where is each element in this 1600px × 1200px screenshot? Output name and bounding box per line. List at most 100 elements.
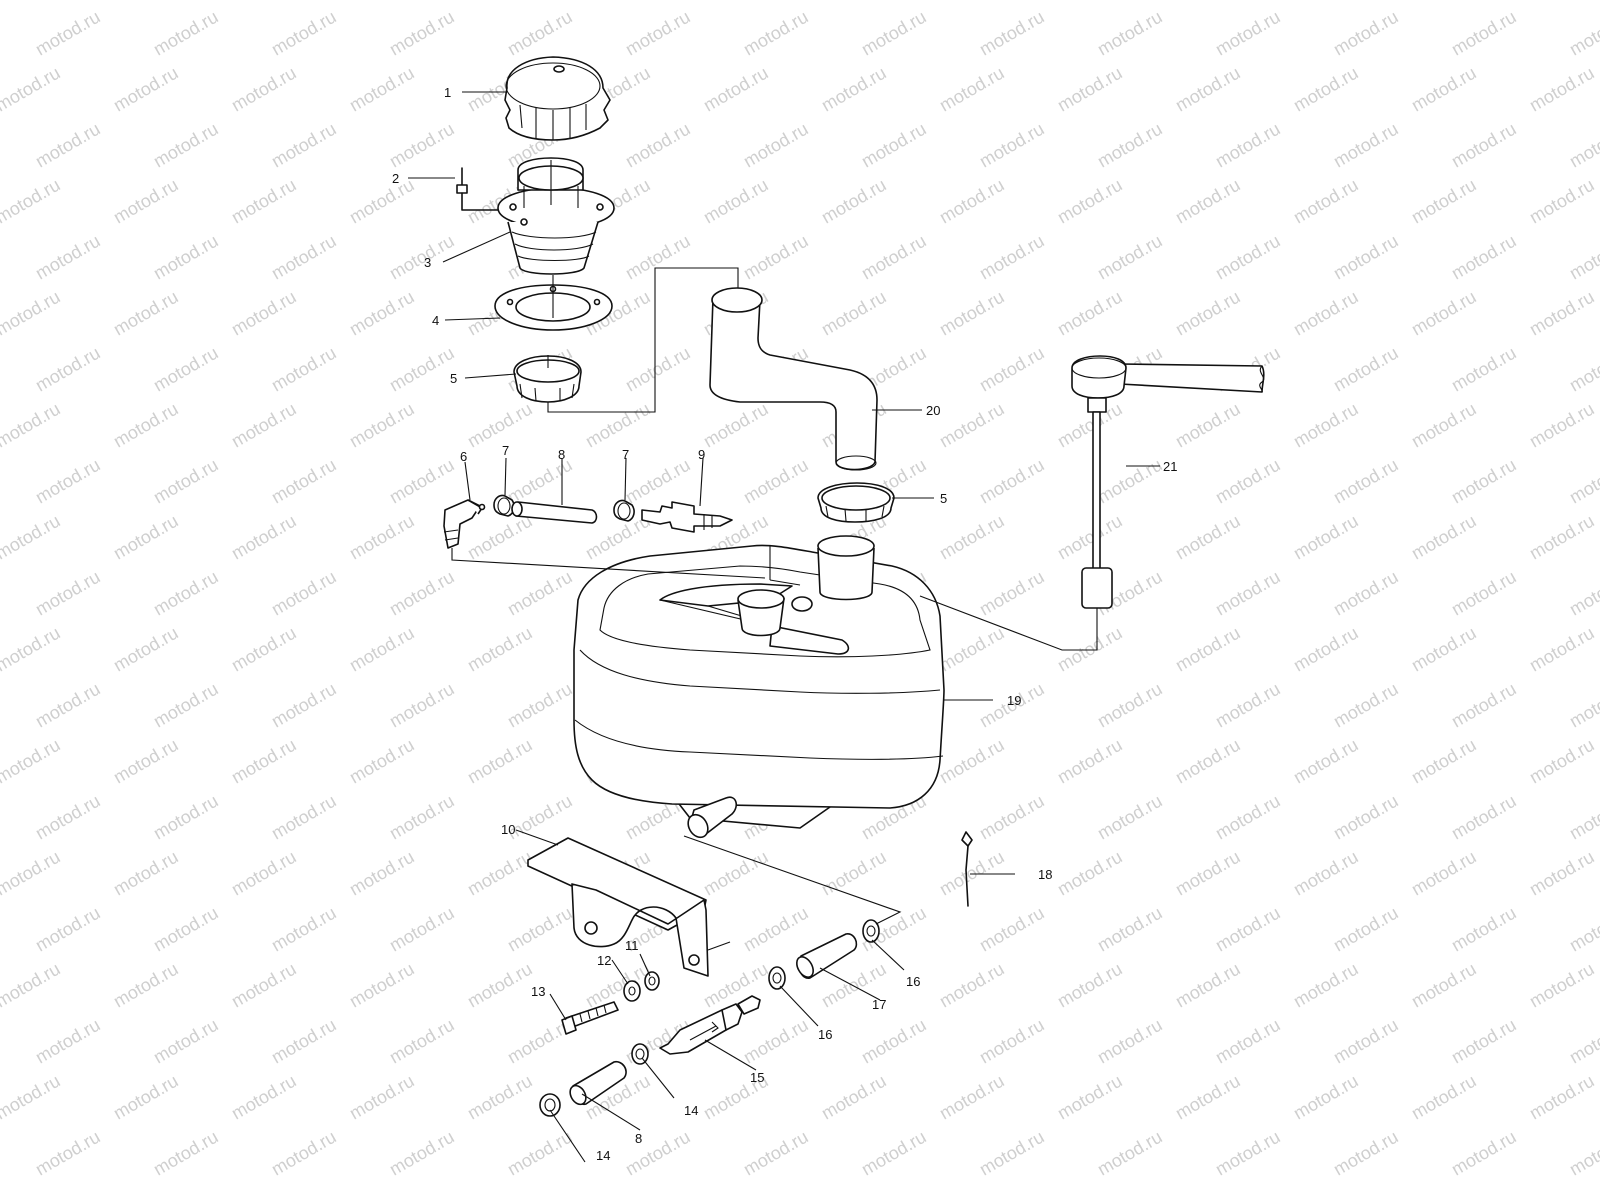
watermark-text: motod.ru bbox=[150, 7, 222, 60]
watermark-text: motod.ru bbox=[582, 959, 654, 1012]
callout-5-upper: 5 bbox=[450, 371, 457, 386]
part-1-filler-cap bbox=[504, 56, 611, 141]
watermark-text: motod.ru bbox=[740, 7, 812, 60]
watermark-text: motod.ru bbox=[858, 231, 930, 284]
watermark-text: motod.ru bbox=[150, 455, 222, 508]
watermark-text: motod.ru bbox=[1212, 119, 1284, 172]
part-19-fuel-tank bbox=[573, 535, 945, 839]
hose-route-line-1 bbox=[547, 267, 739, 413]
watermark-text: motod.ru bbox=[1526, 63, 1598, 116]
watermark-text: motod.ru bbox=[268, 455, 340, 508]
watermark-text: motod.ru bbox=[0, 959, 64, 1012]
watermark-text: motod.ru bbox=[1290, 287, 1362, 340]
watermark-text: motod.ru bbox=[1054, 847, 1126, 900]
watermark-text: motod.ru bbox=[818, 287, 890, 340]
watermark-text: motod.ru bbox=[346, 287, 418, 340]
watermark-text: motod.ru bbox=[268, 791, 340, 844]
watermark-text: motod.ru bbox=[1212, 567, 1284, 620]
watermark-text: motod.ru bbox=[936, 399, 1008, 452]
watermark-text: motod.ru bbox=[1290, 847, 1362, 900]
callout-19: 19 bbox=[1007, 693, 1021, 708]
watermark-text: motod.ru bbox=[700, 63, 772, 116]
watermark-text: motod.ru bbox=[0, 175, 64, 228]
watermark-text: motod.ru bbox=[150, 231, 222, 284]
watermark-text: motod.ru bbox=[504, 1127, 576, 1180]
watermark-text: motod.ru bbox=[346, 63, 418, 116]
watermark-text: motod.ru bbox=[936, 287, 1008, 340]
watermark-text: motod.ru bbox=[1526, 959, 1598, 1012]
watermark-text: motod.ru bbox=[504, 567, 576, 620]
watermark-text: motod.ru bbox=[1526, 511, 1598, 564]
watermark-text: motod.ru bbox=[1212, 791, 1284, 844]
watermark-text: motod.ru bbox=[936, 0, 1008, 3]
watermark-text: motod.ru bbox=[1526, 0, 1598, 3]
callout-7-right: 7 bbox=[622, 447, 629, 462]
watermark-text: motod.ru bbox=[976, 231, 1048, 284]
watermark-text: motod.ru bbox=[1408, 511, 1480, 564]
part-9-fitting bbox=[641, 501, 733, 533]
watermark-text: motod.ru bbox=[110, 287, 182, 340]
part-7-clamp-right bbox=[613, 499, 635, 522]
watermark-text: motod.ru bbox=[1566, 791, 1600, 844]
watermark-text: motod.ru bbox=[1566, 567, 1600, 620]
watermark-text: motod.ru bbox=[228, 623, 300, 676]
watermark-text: motod.ru bbox=[1566, 119, 1600, 172]
watermark-text: motod.ru bbox=[976, 1015, 1048, 1068]
watermark-text: motod.ru bbox=[858, 1127, 930, 1180]
watermark-text: motod.ru bbox=[976, 903, 1048, 956]
watermark-text: motod.ru bbox=[1290, 63, 1362, 116]
watermark-text: motod.ru bbox=[150, 903, 222, 956]
part-2-screw bbox=[456, 167, 499, 211]
watermark-text: motod.ru bbox=[1330, 903, 1402, 956]
part-17-hose bbox=[796, 933, 858, 979]
watermark-text: motod.ru bbox=[1094, 119, 1166, 172]
callout-16-middle: 16 bbox=[818, 1027, 832, 1042]
watermark-text: motod.ru bbox=[386, 679, 458, 732]
watermark-text: motod.ru bbox=[1212, 1015, 1284, 1068]
watermark-text: motod.ru bbox=[582, 0, 654, 3]
watermark-text: motod.ru bbox=[1566, 455, 1600, 508]
part-20-filler-hose bbox=[709, 287, 878, 471]
part-15-fuel-filter bbox=[659, 995, 761, 1055]
watermark-text: motod.ru bbox=[818, 63, 890, 116]
watermark-text: motod.ru bbox=[1290, 511, 1362, 564]
watermark-text: motod.ru bbox=[150, 679, 222, 732]
watermark-text: motod.ru bbox=[32, 231, 104, 284]
watermark-text: motod.ru bbox=[0, 287, 64, 340]
watermark-text: motod.ru bbox=[1448, 791, 1520, 844]
watermark-text: motod.ru bbox=[0, 847, 64, 900]
watermark-text: motod.ru bbox=[1054, 175, 1126, 228]
watermark-text: motod.ru bbox=[1290, 1071, 1362, 1124]
callout-15: 15 bbox=[750, 1070, 764, 1085]
watermark-text: motod.ru bbox=[1448, 903, 1520, 956]
watermark-text: motod.ru bbox=[740, 1127, 812, 1180]
watermark-text: motod.ru bbox=[1408, 847, 1480, 900]
watermark-text: motod.ru bbox=[936, 175, 1008, 228]
watermark-text: motod.ru bbox=[346, 847, 418, 900]
watermark-text: motod.ru bbox=[1330, 119, 1402, 172]
part-16-clamp-right bbox=[862, 919, 880, 943]
watermark-text: motod.ru bbox=[1448, 7, 1520, 60]
part-14-clamp-lower-left bbox=[539, 1093, 561, 1117]
watermark-text: motod.ru bbox=[0, 735, 64, 788]
watermark-text: motod.ru bbox=[32, 903, 104, 956]
watermark-text: motod.ru bbox=[228, 287, 300, 340]
watermark-text: motod.ru bbox=[386, 343, 458, 396]
watermark-text: motod.ru bbox=[1094, 791, 1166, 844]
watermark-text: motod.ru bbox=[1408, 175, 1480, 228]
watermark-text: motod.ru bbox=[1448, 567, 1520, 620]
watermark-text: motod.ru bbox=[1408, 623, 1480, 676]
watermark-text: motod.ru bbox=[1212, 679, 1284, 732]
watermark-text: motod.ru bbox=[110, 399, 182, 452]
watermark-text: motod.ru bbox=[346, 959, 418, 1012]
watermark-text: motod.ru bbox=[1172, 959, 1244, 1012]
watermark-text: motod.ru bbox=[228, 0, 300, 3]
watermark-text: motod.ru bbox=[0, 63, 64, 116]
watermark-text: motod.ru bbox=[1408, 63, 1480, 116]
watermark-text: motod.ru bbox=[464, 0, 536, 3]
watermark-text: motod.ru bbox=[1290, 175, 1362, 228]
watermark-text: motod.ru bbox=[818, 847, 890, 900]
callout-11: 11 bbox=[625, 938, 639, 953]
fuel-route-line bbox=[683, 835, 902, 925]
watermark-text: motod.ru bbox=[1054, 511, 1126, 564]
